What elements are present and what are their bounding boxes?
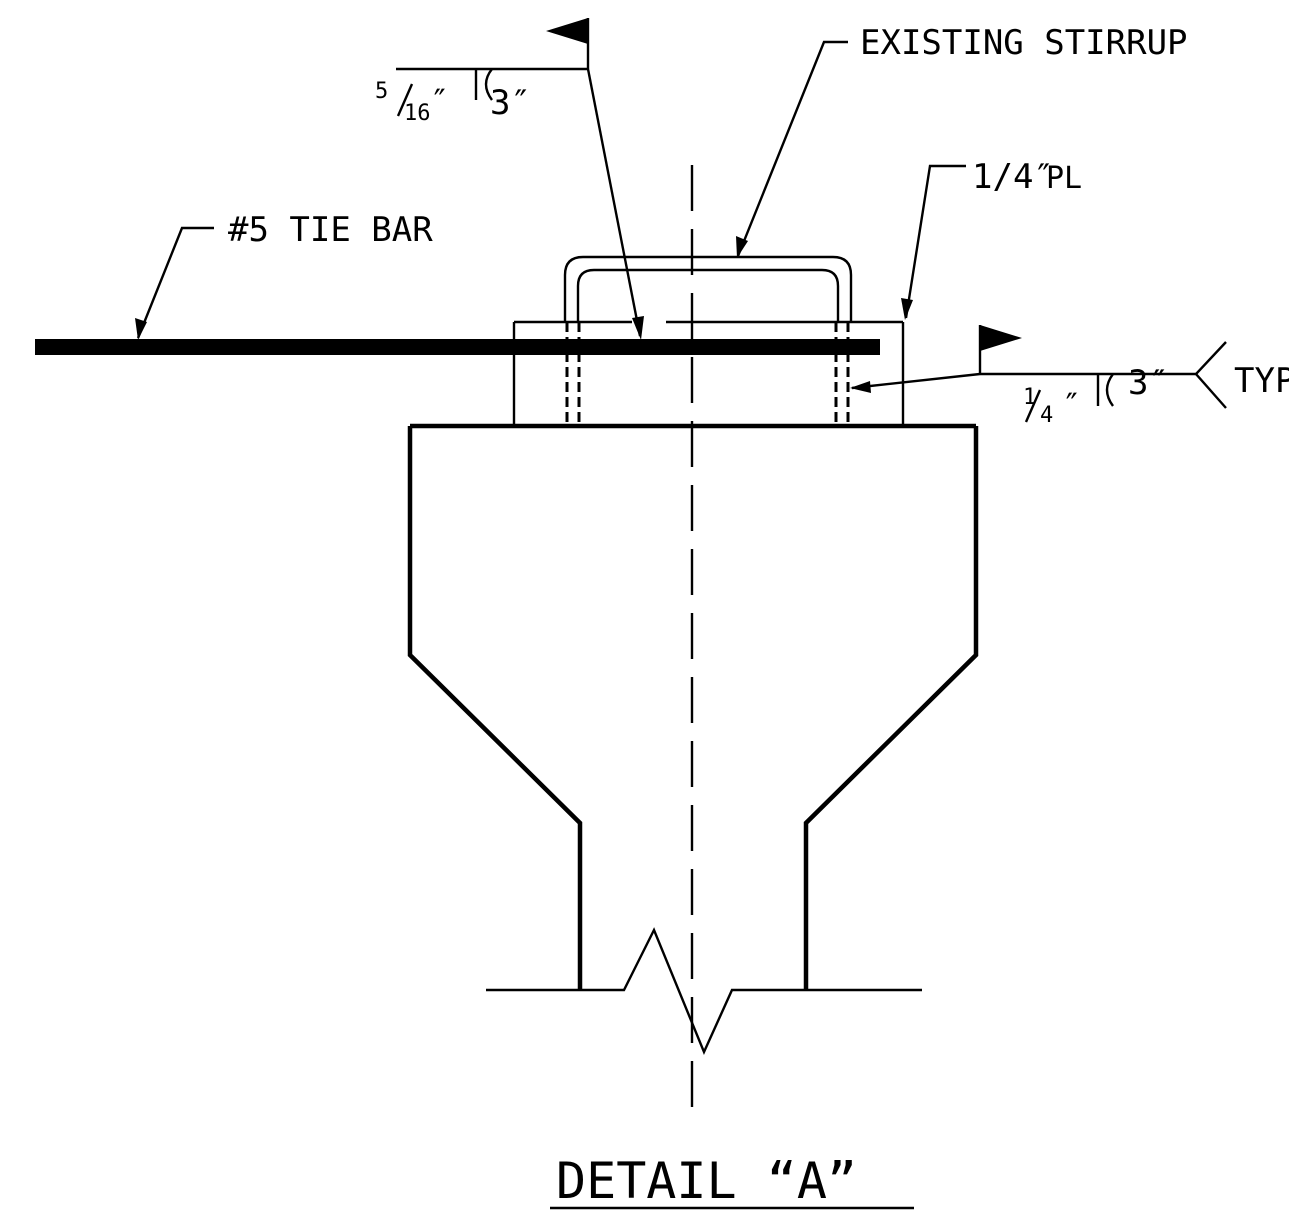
field-weld-flag-icon [546,18,588,44]
existing-stirrup-label: EXISTING STIRRUP [860,23,1188,63]
weld-right-length: 3″ [1128,363,1169,403]
plate [512,320,905,426]
weld-symbol-top: 5 16 ″ 3″ [375,18,644,340]
typ-label: TYP [1234,361,1289,401]
weld-right-size-denominator: 4 [1040,403,1053,428]
weld-top-size-denominator: 16 [404,101,431,126]
tie-bar [35,339,880,355]
plate-symbol-label: PL [1046,161,1082,196]
plate-size-label: 1/4″ [972,157,1054,197]
weld-right-size-numerator: 1 [1023,385,1036,410]
break-line-icon [486,927,922,1056]
detail-title-text: DETAIL “A” [556,1152,857,1210]
weld-symbol-right: 1 4 ″ 3″ TYP [850,325,1289,428]
weld-right-size-unit: ″ [1062,386,1081,424]
tie-bar-callout: #5 TIE BAR [135,210,433,340]
plate-callout: 1/4″ PL [901,157,1082,320]
existing-stirrup-callout: EXISTING STIRRUP [736,23,1188,258]
girder-outline-right [803,426,979,990]
weld-top-size-unit: ″ [430,82,449,120]
girder-outline [407,426,583,990]
detail-title: DETAIL “A” [550,1152,914,1210]
weld-top-length: 3″ [490,83,531,123]
field-weld-flag-icon [980,325,1022,351]
weld-top-size-numerator: 5 [375,79,388,104]
tie-bar-label: #5 TIE BAR [228,210,433,250]
